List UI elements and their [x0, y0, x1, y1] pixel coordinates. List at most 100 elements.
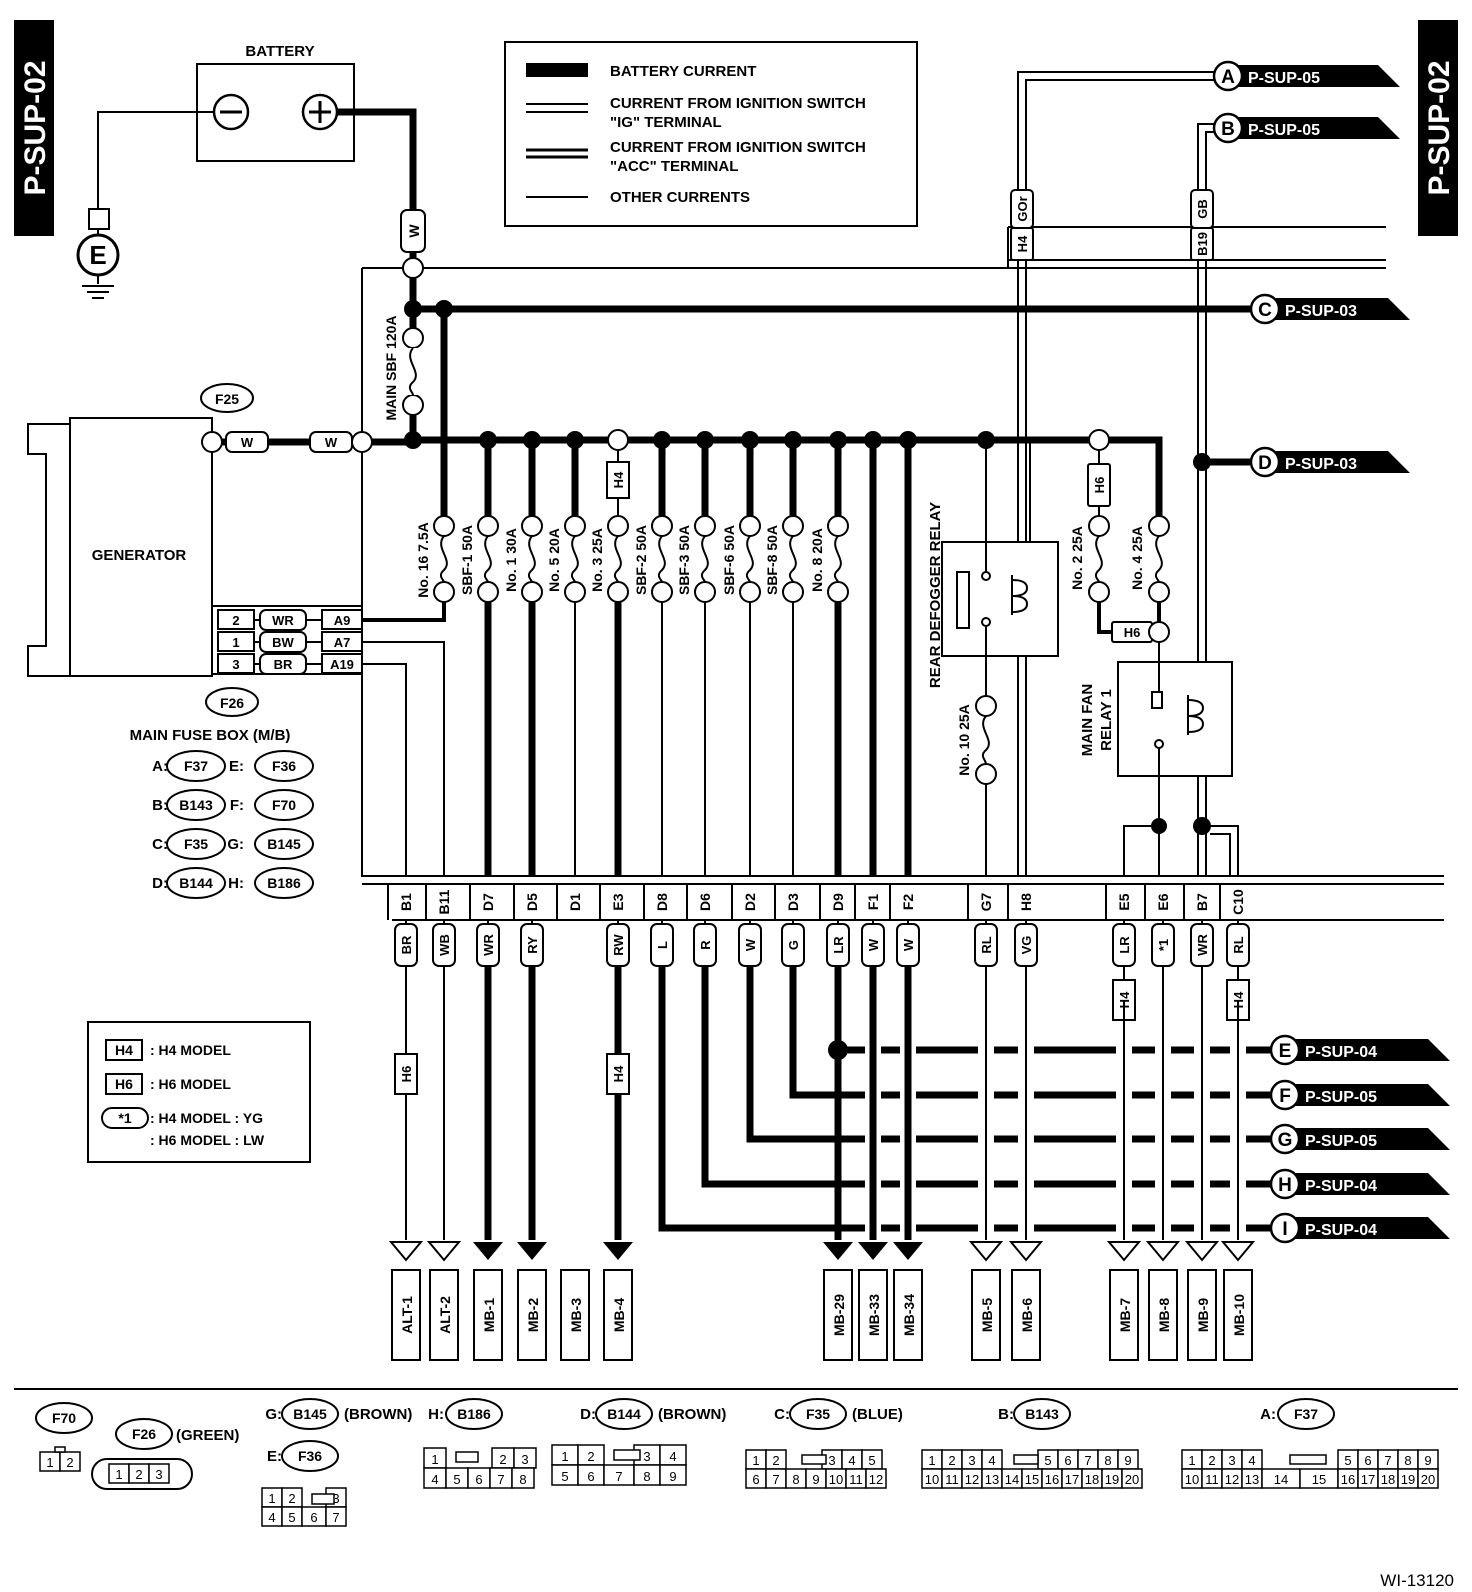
- output-label: MB-10: [1231, 1294, 1247, 1336]
- ref-target: P-SUP-05: [1248, 70, 1320, 87]
- main-fan-relay: MAIN FAN RELAY 1: [1079, 661, 1233, 777]
- terminal-label: C10: [1230, 889, 1246, 915]
- svg-text:6: 6: [475, 1472, 482, 1487]
- ref-target: P-SUP-05: [1305, 1133, 1377, 1150]
- connector-caption: H:: [428, 1406, 444, 1423]
- svg-text:2: 2: [288, 1491, 295, 1506]
- fusebox-conn: F70: [272, 797, 296, 813]
- output-label: MB-5: [979, 1298, 995, 1332]
- svg-text:16: 16: [1341, 1472, 1355, 1487]
- ref-target: P-SUP-04: [1305, 1222, 1377, 1239]
- conn-f35: [789, 1398, 847, 1430]
- conn-b143-label: B143: [1025, 1406, 1059, 1422]
- svg-text:20: 20: [1125, 1472, 1139, 1487]
- ref-letter: F: [1279, 1086, 1291, 1107]
- svg-text:4: 4: [268, 1510, 275, 1525]
- fuse2-label: No. 2 25A: [1069, 526, 1085, 590]
- legend-battery: BATTERY CURRENT: [610, 63, 756, 80]
- output-box: [391, 1269, 421, 1361]
- wire-color: WB: [437, 934, 452, 956]
- fusebox-conn: B143: [179, 797, 213, 813]
- wire-color: W: [901, 938, 916, 951]
- left-page-tab: P-SUP-02: [14, 20, 54, 236]
- ref-letter: D: [1258, 453, 1272, 474]
- conn-b144-label: B144: [607, 1406, 641, 1422]
- svg-text:: H4 MODEL : YG: : H4 MODEL : YG: [150, 1110, 263, 1126]
- connector-caption: (GREEN): [176, 1427, 239, 1444]
- svg-text:13: 13: [985, 1472, 999, 1487]
- svg-text:7: 7: [332, 1510, 339, 1525]
- svg-text:W: W: [406, 224, 422, 238]
- ref-target: P-SUP-03: [1285, 303, 1357, 320]
- svg-text:10: 10: [925, 1472, 939, 1487]
- conn-b143: [1013, 1398, 1071, 1430]
- terminal-label: F1: [865, 894, 881, 911]
- svg-text:1: 1: [752, 1453, 759, 1468]
- fusebox-key: F:: [230, 797, 244, 814]
- terminal-label: D7: [480, 893, 496, 911]
- svg-text:9: 9: [1124, 1453, 1131, 1468]
- svg-text:11: 11: [849, 1472, 863, 1487]
- conn-b145: [281, 1398, 339, 1430]
- svg-text:GB: GB: [1195, 199, 1210, 219]
- svg-text:5: 5: [561, 1469, 568, 1484]
- svg-text:3: 3: [828, 1453, 835, 1468]
- terminal-label: E5: [1116, 893, 1132, 910]
- svg-text:8: 8: [1104, 1453, 1111, 1468]
- connector-caption: C:: [774, 1406, 790, 1423]
- battery-label: BATTERY: [245, 43, 314, 60]
- fusebox-conn-oval: [254, 750, 314, 782]
- svg-text:1: 1: [1188, 1453, 1195, 1468]
- fusebox-conn: F37: [184, 758, 208, 774]
- output-label: MB-3: [568, 1298, 584, 1332]
- svg-text:2: 2: [499, 1452, 506, 1467]
- wire-color: W: [743, 938, 758, 951]
- conn-f26: [115, 1418, 173, 1450]
- conn-b144: [595, 1398, 653, 1430]
- legend-other: OTHER CURRENTS: [610, 189, 750, 206]
- svg-text:H4: H4: [115, 1042, 133, 1058]
- svg-text:6: 6: [587, 1469, 594, 1484]
- fuse-label: No. 3 25A: [589, 528, 605, 592]
- svg-text:1: 1: [268, 1491, 275, 1506]
- generator-label: GENERATOR: [92, 547, 187, 564]
- wire-color: L: [655, 941, 670, 949]
- wire-color: LR: [831, 936, 846, 954]
- connector-caption: B:: [998, 1406, 1014, 1423]
- main-fan-l1: MAIN FAN: [1079, 684, 1096, 757]
- terminal-label: D1: [567, 893, 583, 911]
- connector-caption: D:: [580, 1406, 596, 1423]
- ground-connector: E: [76, 208, 120, 299]
- current-legend: BATTERY CURRENT CURRENT FROM IGNITION SW…: [504, 41, 918, 227]
- output-box: [1187, 1269, 1217, 1361]
- svg-text:: H6 MODEL : LW: : H6 MODEL : LW: [150, 1132, 265, 1148]
- svg-text:7: 7: [497, 1472, 504, 1487]
- fuse-label: SBF-1 50A: [459, 525, 475, 595]
- svg-text:5: 5: [288, 1510, 295, 1525]
- fusebox-conn-oval: [254, 789, 314, 821]
- terminal-label: E3: [610, 893, 626, 910]
- svg-text:4: 4: [988, 1453, 995, 1468]
- svg-text:6: 6: [310, 1510, 317, 1525]
- legend-acc-1: CURRENT FROM IGNITION SWITCH: [610, 139, 866, 156]
- svg-text:3: 3: [332, 1491, 339, 1506]
- wire-color: VG: [1019, 936, 1034, 955]
- wire-color: RL: [1231, 936, 1246, 953]
- fusebox-key: D:: [152, 875, 168, 892]
- svg-text:7: 7: [615, 1469, 622, 1484]
- svg-text:1: 1: [431, 1452, 438, 1467]
- svg-text:16: 16: [1045, 1472, 1059, 1487]
